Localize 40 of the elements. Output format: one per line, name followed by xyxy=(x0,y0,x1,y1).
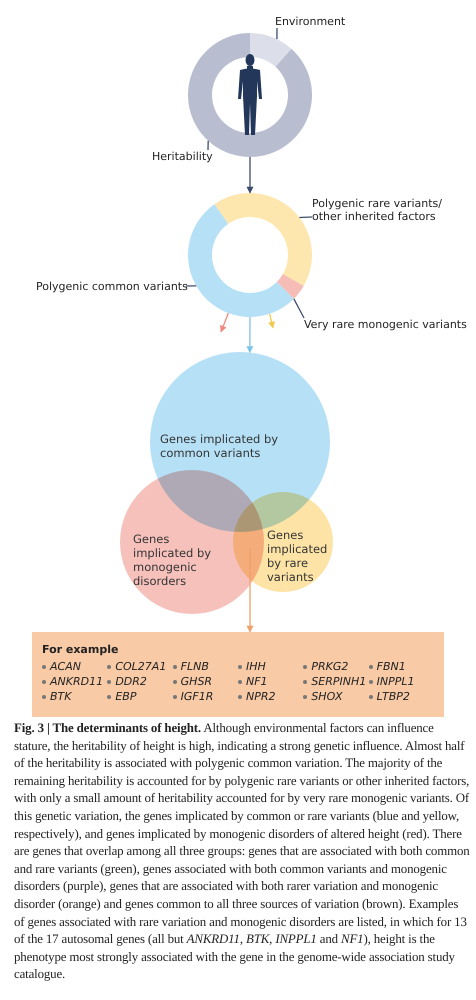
leader-line xyxy=(186,285,196,287)
example-box xyxy=(32,632,444,717)
gene-name: NF1 xyxy=(246,675,268,688)
gene-name: SHOX xyxy=(311,690,342,703)
arrow xyxy=(220,312,229,333)
leader-line xyxy=(293,298,305,318)
arrow xyxy=(246,157,254,194)
gene-name: GHSR xyxy=(180,675,212,688)
segment-label: Very rare monogenic variants xyxy=(304,318,467,331)
gene-name: IHH xyxy=(246,660,266,673)
circle-label: Genes implicated by common variants xyxy=(160,432,280,460)
circle-label: Genes implicated by monogenic disorders xyxy=(133,532,212,588)
gene-name: DDR2 xyxy=(115,675,147,688)
segment-label: Environment xyxy=(275,15,346,28)
arrow xyxy=(246,317,254,354)
figure-caption: Fig. 3 | The determinants of height. Although environmental factors can influence stature, the heritability of height is high, indicating a strong genetic influence. Almost half of the heritability is associated with polygenic common variation. The majority of the remaining heritability is accounted for by polygenic rare variants or other inherited factors, with only a small amount of heritability accounted for by very rare monogenic variants. Of this genetic variation, the genes implicated by common or rare variants (blue and yellow, respectively), and genes implicated by monogenic disorders of altered height (red). There are genes that overlap among all three groups: genes that are associated with both common and rare variants (green), genes associated with both common variants and monogenic disorders (purple), genes that are associated with both rarer variation and monogenic disorder (orange) and genes common to all three sources of variation (brown). Examples of genes associated with rare variation and monogenic disorders are listed, in which for 13 of the 17 autosomal genes (all but ANKRD11, BTK, INPPL1 and NF1), height is the phenotype most strongly associated with the gene in the genome-wide association study catalogue. xyxy=(14,720,470,984)
gene-name: SERPINH1 xyxy=(311,675,366,688)
segment-label: Polygenic rare variants/ other inherited factors xyxy=(312,197,462,223)
gene-name: INPPL1 xyxy=(376,675,415,688)
segment-label: Heritability xyxy=(152,150,213,163)
ring-drawing xyxy=(188,193,312,317)
gene-name: ACAN xyxy=(50,660,81,673)
gene-name: PRKG2 xyxy=(311,660,348,673)
gene-name: EBP xyxy=(115,690,136,703)
leader-line xyxy=(276,28,278,40)
gene-name: NPR2 xyxy=(246,690,276,703)
leader-line xyxy=(299,216,312,218)
circle-label: Genes implicated by rare variants xyxy=(267,528,328,584)
arrow xyxy=(268,314,275,329)
gene-name: IGF1R xyxy=(180,690,214,703)
gene-name: ANKRD11 xyxy=(50,675,104,688)
gene-name: LTBP2 xyxy=(376,690,410,703)
gene-name: COL27A1 xyxy=(115,660,166,673)
arrow xyxy=(246,548,254,633)
gene-name: FLNB xyxy=(180,660,209,673)
leader-line xyxy=(207,140,209,150)
segment-label: Polygenic common variants xyxy=(36,280,188,293)
gene-name: BTK xyxy=(50,690,72,703)
box-heading: For example xyxy=(42,643,118,656)
gene-name: FBN1 xyxy=(376,660,406,673)
